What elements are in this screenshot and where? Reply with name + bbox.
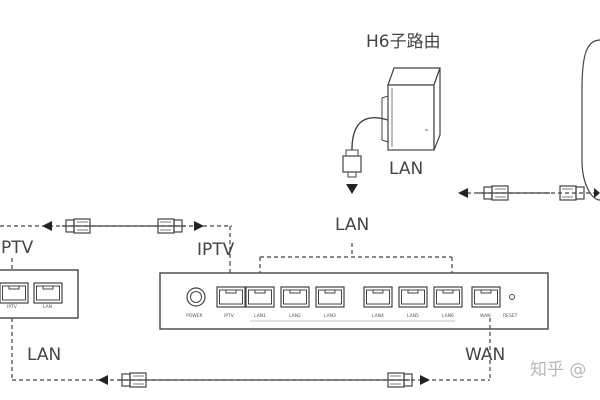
left-arrow-icon: [42, 221, 52, 231]
main-router-device: [159, 272, 549, 330]
left-arrow-icon: [98, 375, 108, 385]
port-label-lan5: LAN5: [407, 314, 419, 319]
lan-label-bottom-left: LAN: [27, 345, 62, 365]
port-label-lan1: LAN1: [254, 314, 266, 319]
wan-label: WAN: [465, 345, 506, 365]
iptv-label-center: IPTV: [197, 240, 235, 260]
cable-plug-icon: [62, 218, 186, 234]
port-label-lan4: LAN4: [372, 314, 384, 319]
left-arrow-icon: [458, 188, 468, 198]
right-arrow-icon: [420, 375, 430, 385]
iptv-label-left: IPTV: [0, 238, 34, 258]
sub-router-title: H6子路由: [366, 32, 441, 52]
sub-router-cable-plug: [342, 149, 362, 178]
cable-plug-icon: [478, 185, 585, 201]
lan-label-center: LAN: [335, 215, 370, 235]
cable-plug-icon: [118, 372, 413, 388]
port-label-lan2: LAN2: [289, 314, 301, 319]
lan-label-top-right: LAN: [389, 159, 424, 179]
stb-port-label-iptv: IPTV: [7, 305, 17, 310]
port-label-reset: RESET: [503, 314, 518, 319]
port-label-lan3: LAN3: [324, 314, 336, 319]
stb-port-label-lan: LAN: [43, 305, 53, 310]
partial-device-outline: [581, 39, 600, 201]
port-label-lan6: LAN6: [442, 314, 454, 319]
sub-router-device: [381, 67, 441, 151]
right-arrow-icon: [194, 221, 204, 231]
right-arrow-icon: [594, 188, 600, 198]
port-label-iptv: IPTV: [224, 314, 234, 319]
port-label-wan: WAN: [480, 314, 491, 319]
set-top-box-device: [0, 269, 79, 319]
down-arrow-icon: [346, 184, 358, 194]
watermark: 知乎 @: [530, 360, 587, 380]
port-label-power: POWER: [186, 314, 203, 319]
